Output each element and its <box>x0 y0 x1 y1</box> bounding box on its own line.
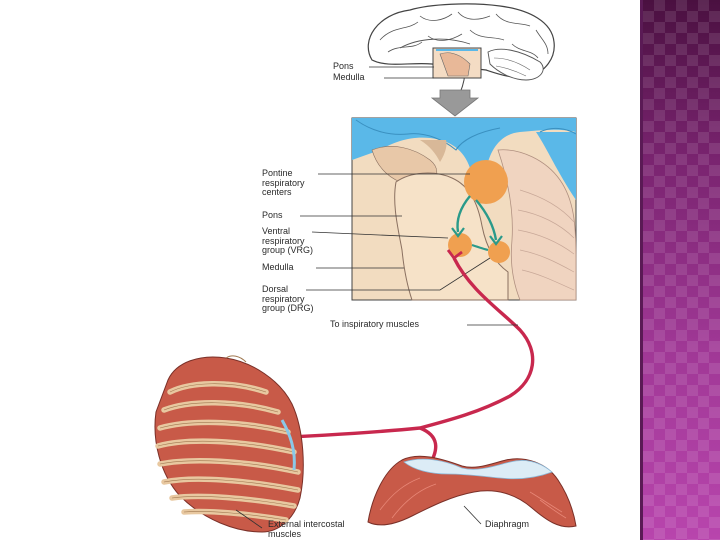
label-to-inspiratory: To inspiratory muscles <box>330 320 419 330</box>
zoom-arrow <box>432 90 478 116</box>
label-drg: Dorsal respiratory group (DRG) <box>262 285 314 314</box>
brain-illustration <box>368 4 554 104</box>
label-vrg: Ventral respiratory group (VRG) <box>262 227 313 256</box>
rib-cage-illustration <box>155 356 303 532</box>
diaphragm-illustration <box>368 456 576 527</box>
drg-center <box>488 241 510 263</box>
label-pons-top: Pons <box>333 62 354 72</box>
diaphragm-pointer <box>464 506 481 524</box>
pontine-respiratory-center <box>464 160 508 204</box>
label-pons: Pons <box>262 211 283 221</box>
label-diaphragm: Diaphragm <box>485 520 529 530</box>
label-pontine-centers: Pontine respiratory centers <box>262 169 305 198</box>
label-medulla-top: Medulla <box>333 73 365 83</box>
label-medulla: Medulla <box>262 263 294 273</box>
label-external-intercostal: External intercostal muscles <box>268 520 345 539</box>
